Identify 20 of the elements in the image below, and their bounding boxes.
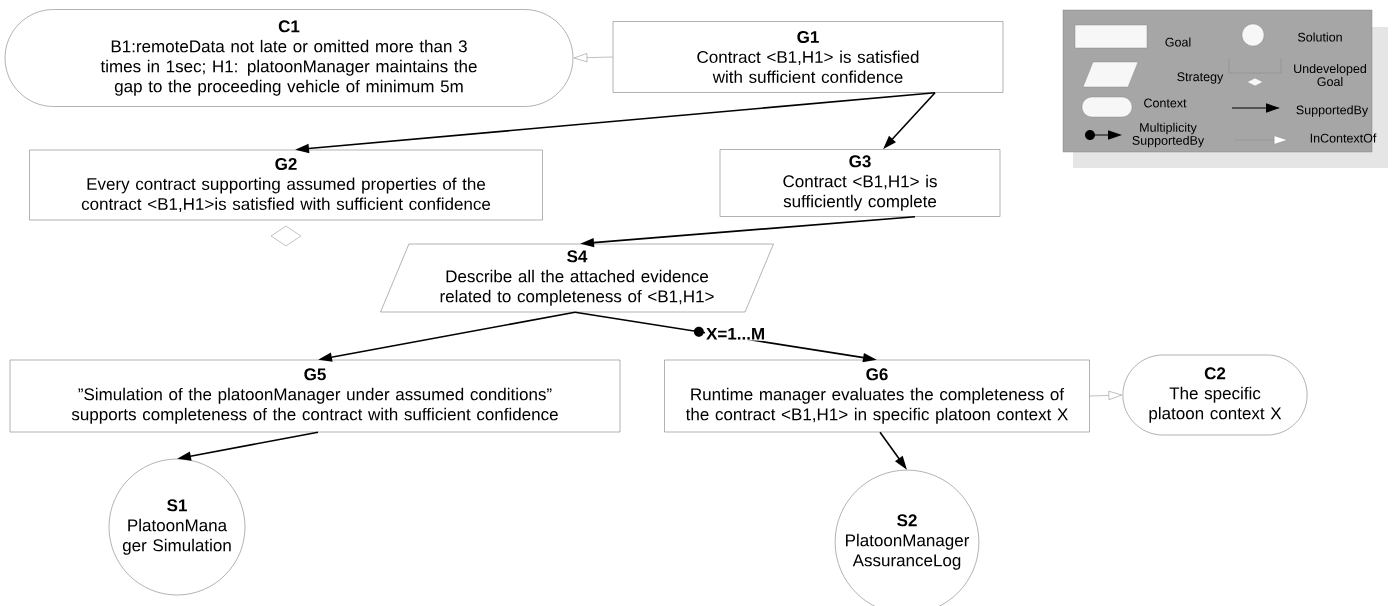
edge-label: X=1...M (705, 326, 767, 341)
goal-box: G5 ”Simulation of the platoonManager under assumed conditions” supports completeness of the contract with sufficient confidence (9, 359, 621, 433)
goal-box: G2 Every contract supporting assumed properties of the contract <B1,H1>is satisfied with sufficient confidence (29, 149, 543, 221)
legend-text: Context (1144, 98, 1187, 108)
goal-box: G3 Contract <B1,H1> is sufficiently complete (719, 149, 1001, 217)
goal-box: G1 Contract <B1,H1> is satisfied with sufficient confidence (612, 21, 1004, 93)
legend-text: Strategy (1177, 72, 1224, 84)
legend-text: Multiplicity SupportedBy (1132, 122, 1205, 148)
arrow (1089, 390, 1123, 400)
legend-text: Solution (1298, 32, 1342, 42)
arrow (573, 53, 613, 63)
legend-text: SupportedBy (1296, 105, 1369, 117)
legend-text: Goal (1165, 37, 1191, 47)
context-capsule: C1 B1:remoteData not late or omitted more than 3 times in 1sec; H1: platoonManager maintains the gap to the proceeding vehicle of minimum 5m (4, 9, 574, 107)
context-capsule: C2 The specific platoon context X (1122, 354, 1308, 436)
legend-text: InContextOf (1310, 133, 1377, 143)
undeveloped-diamond (270, 225, 302, 247)
goal-box: G6 Runtime manager evaluates the completeness of the contract <B1,H1> in specific platoon context X (664, 359, 1090, 433)
legend-text: Undeveloped Goal (1294, 63, 1366, 87)
strategy-parallelogram: S4 Describe all the attached evidence related to completeness of <B1,H1> (380, 243, 774, 313)
